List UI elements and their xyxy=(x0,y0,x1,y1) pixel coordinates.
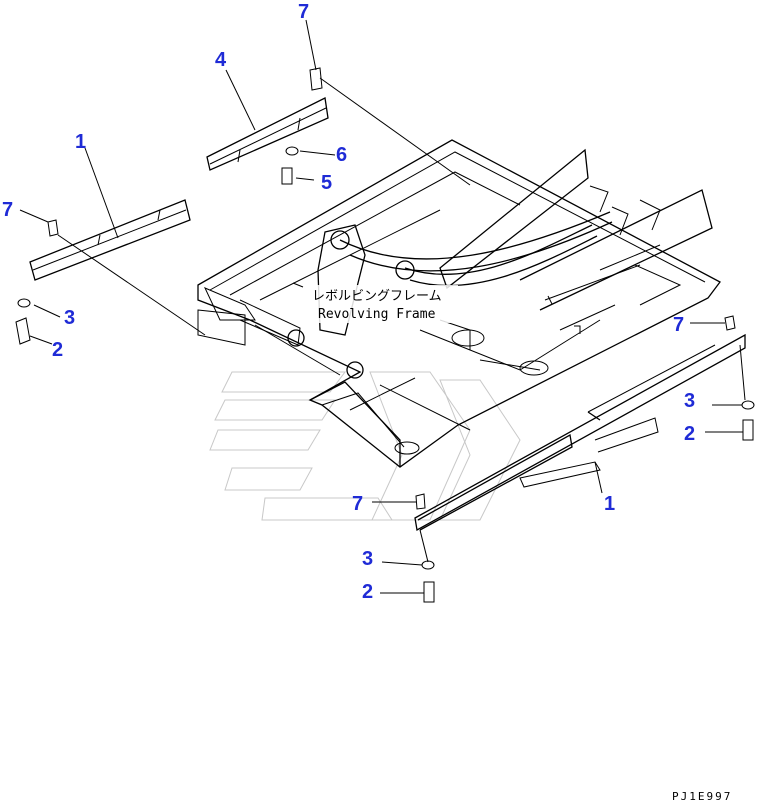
callout-7-left: 7 xyxy=(2,199,13,221)
callout-3-left: 3 xyxy=(64,307,75,329)
cover-upper xyxy=(206,97,329,171)
callout-3-right: 3 xyxy=(684,390,695,412)
callout-1-upper: 1 xyxy=(75,131,86,153)
callout-4: 4 xyxy=(215,49,227,71)
callout-5: 5 xyxy=(321,172,332,194)
frame-label-en: Revolving Frame xyxy=(318,307,436,322)
bolt-parts xyxy=(15,167,754,603)
callout-2-left: 2 xyxy=(52,339,63,361)
frame-label-bg xyxy=(308,285,458,323)
drawing-code: PJ1E997 xyxy=(672,790,732,803)
washer-parts xyxy=(17,146,755,570)
cover-right xyxy=(414,333,746,532)
watermark xyxy=(209,371,521,521)
callout-7-bottom: 7 xyxy=(352,493,363,515)
callout-numbers: 1 1 2 2 2 3 3 3 4 5 6 7 7 7 7 xyxy=(2,1,695,603)
callout-7-right: 7 xyxy=(673,314,684,336)
callout-6: 6 xyxy=(336,144,347,166)
callout-2-bottom: 2 xyxy=(362,581,373,603)
cover-left xyxy=(29,199,191,281)
callout-2-right: 2 xyxy=(684,423,695,445)
bracket-parts xyxy=(47,67,736,510)
callout-1-lower: 1 xyxy=(604,493,615,515)
callout-7-top: 7 xyxy=(298,1,309,23)
frame-label-jp: レボルビングフレーム xyxy=(312,289,442,304)
leader-lines xyxy=(19,19,746,594)
revolving-frame xyxy=(197,139,721,468)
callout-3-bottom: 3 xyxy=(362,548,373,570)
